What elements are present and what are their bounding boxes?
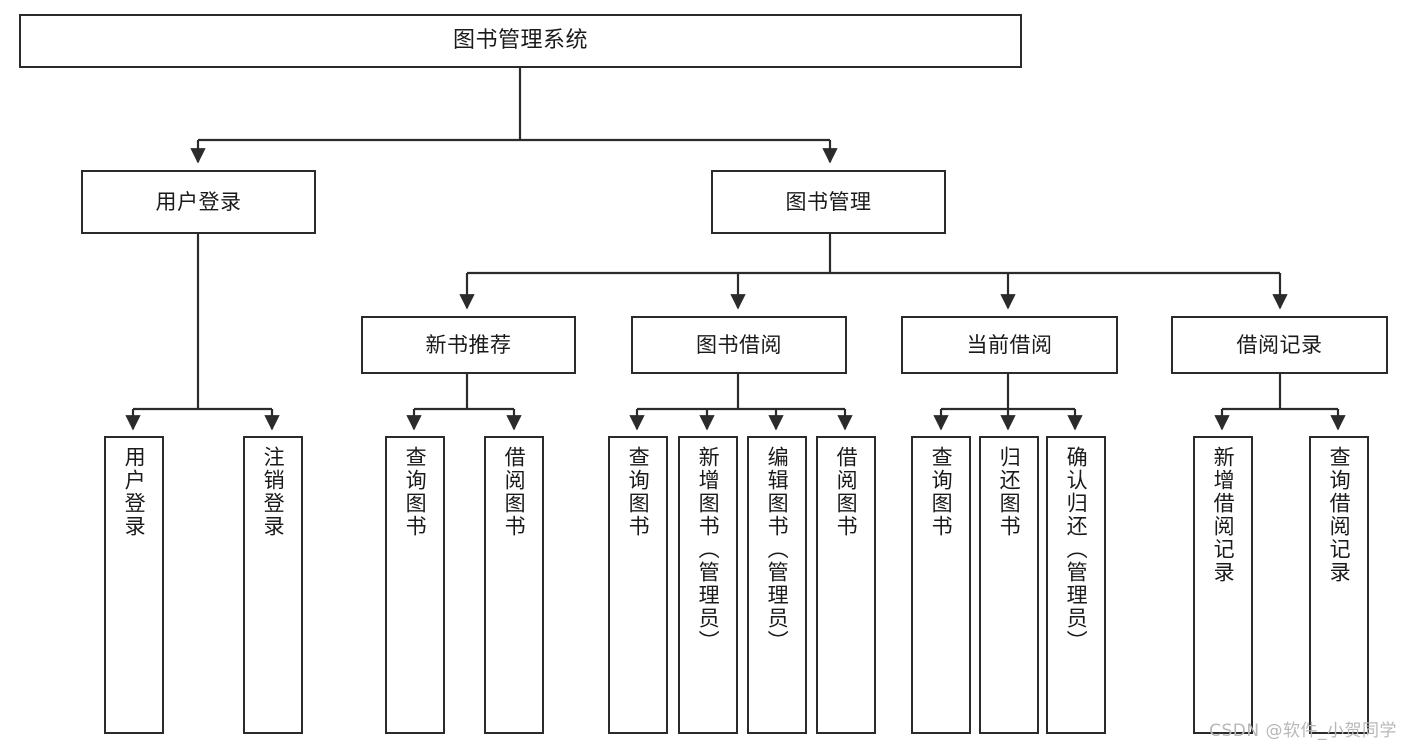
leaf-borrow-book[interactable]: 借阅图书 xyxy=(816,436,876,734)
node-label: 新增借阅记录 xyxy=(1211,446,1236,584)
leaf-add-book-admin[interactable]: 新增图书（管理员） xyxy=(678,436,738,734)
node-label: 图书管理 xyxy=(785,189,872,214)
node-borrow-record[interactable]: 借阅记录 xyxy=(1171,316,1388,374)
node-new-book-recommend[interactable]: 新书推荐 xyxy=(361,316,576,374)
node-label: 编辑图书（管理员） xyxy=(765,446,790,653)
watermark: CSDN @软件_小贺同学 xyxy=(1209,721,1397,741)
node-label: 查询图书 xyxy=(929,446,954,538)
leaf-edit-book-admin[interactable]: 编辑图书（管理员） xyxy=(747,436,807,734)
node-user-login[interactable]: 用户登录 xyxy=(81,170,316,234)
leaf-return-book[interactable]: 归还图书 xyxy=(979,436,1039,734)
node-label: 当前借阅 xyxy=(966,332,1053,357)
node-label: 借阅图书 xyxy=(834,446,859,538)
node-label: 确认归还（管理员） xyxy=(1064,446,1089,653)
leaf-confirm-return-admin[interactable]: 确认归还（管理员） xyxy=(1046,436,1106,734)
node-label: 借阅图书 xyxy=(502,446,527,538)
node-label: 用户登录 xyxy=(122,446,147,538)
node-label: 归还图书 xyxy=(997,446,1022,538)
leaf-query-book-new[interactable]: 查询图书 xyxy=(385,436,445,734)
node-current-borrow[interactable]: 当前借阅 xyxy=(901,316,1118,374)
leaf-borrow-book-new[interactable]: 借阅图书 xyxy=(484,436,544,734)
leaf-query-book[interactable]: 查询图书 xyxy=(608,436,668,734)
node-label: 查询图书 xyxy=(403,446,428,538)
node-book-management[interactable]: 图书管理 xyxy=(711,170,946,234)
node-label: 用户登录 xyxy=(155,189,242,214)
leaf-query-borrow-record[interactable]: 查询借阅记录 xyxy=(1309,436,1369,734)
leaf-query-book-current[interactable]: 查询图书 xyxy=(911,436,971,734)
leaf-user-login[interactable]: 用户登录 xyxy=(104,436,164,734)
node-label: 查询图书 xyxy=(626,446,651,538)
leaf-add-borrow-record[interactable]: 新增借阅记录 xyxy=(1193,436,1253,734)
node-label: 新增图书（管理员） xyxy=(696,446,721,653)
node-root-system[interactable]: 图书管理系统 xyxy=(19,14,1022,68)
node-label: 查询借阅记录 xyxy=(1327,446,1352,584)
node-label: 注销登录 xyxy=(261,446,286,538)
node-label: 图书管理系统 xyxy=(452,28,588,54)
node-book-borrow[interactable]: 图书借阅 xyxy=(631,316,847,374)
node-label: 新书推荐 xyxy=(425,332,512,357)
leaf-logout[interactable]: 注销登录 xyxy=(243,436,303,734)
node-label: 图书借阅 xyxy=(696,332,782,357)
node-label: 借阅记录 xyxy=(1236,332,1323,357)
